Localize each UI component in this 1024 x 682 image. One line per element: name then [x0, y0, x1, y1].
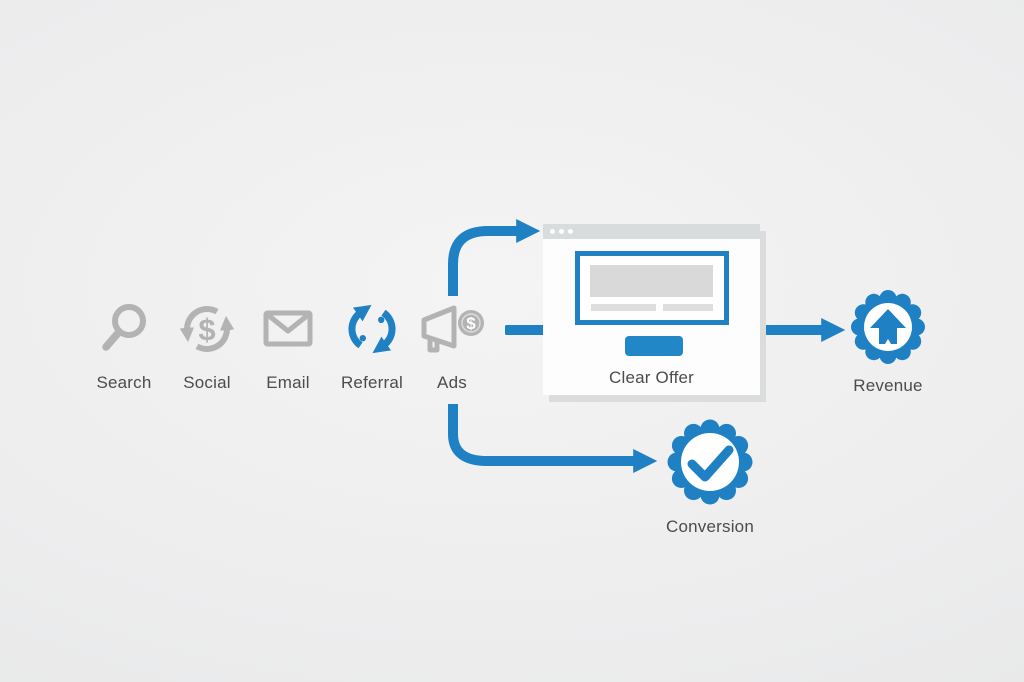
node-referral: Referral: [327, 300, 417, 393]
channel-label: Referral: [340, 373, 404, 392]
revenue-label: Revenue: [853, 376, 923, 395]
channel-label: Social: [183, 373, 231, 392]
landing-page-window: Clear Offer: [543, 224, 760, 395]
window-titlebar: [543, 224, 760, 239]
node-search: Search: [79, 300, 169, 393]
arrow-up-seal-icon: [851, 290, 925, 364]
window-dot: [550, 229, 555, 234]
conversion-label: Conversion: [666, 517, 754, 536]
search-icon: [102, 304, 146, 351]
window-dot: [559, 229, 564, 234]
arrow-ads-to-conversion: [448, 404, 658, 474]
checkmark-seal-icon: [667, 419, 753, 505]
content-placeholder: [590, 265, 713, 297]
node-conversion: Conversion: [650, 412, 770, 537]
offer-label: Clear Offer: [608, 368, 695, 387]
node-revenue: Revenue: [828, 283, 948, 396]
svg-text:$: $: [198, 312, 215, 347]
channel-label: Search: [96, 373, 152, 392]
channel-label: Email: [266, 373, 310, 392]
node-ads: $ Ads: [407, 300, 497, 393]
svg-text:$: $: [466, 314, 476, 333]
arrow-ads-to-offer-top: [448, 218, 541, 296]
referral-cycle-icon: [348, 304, 396, 354]
text-placeholder: [591, 304, 656, 311]
connector-dash: [505, 325, 547, 335]
offer-screen: [575, 251, 729, 325]
social-dollar-cycle-icon: $: [179, 306, 235, 352]
channel-label: Ads: [437, 373, 467, 392]
node-social: $ Social: [162, 300, 252, 393]
window-dot: [568, 229, 573, 234]
node-email: Email: [243, 300, 333, 393]
text-placeholder: [663, 304, 713, 311]
email-envelope-icon: [263, 310, 313, 347]
cta-button: [625, 336, 683, 356]
ads-megaphone-icon: $: [421, 305, 484, 353]
